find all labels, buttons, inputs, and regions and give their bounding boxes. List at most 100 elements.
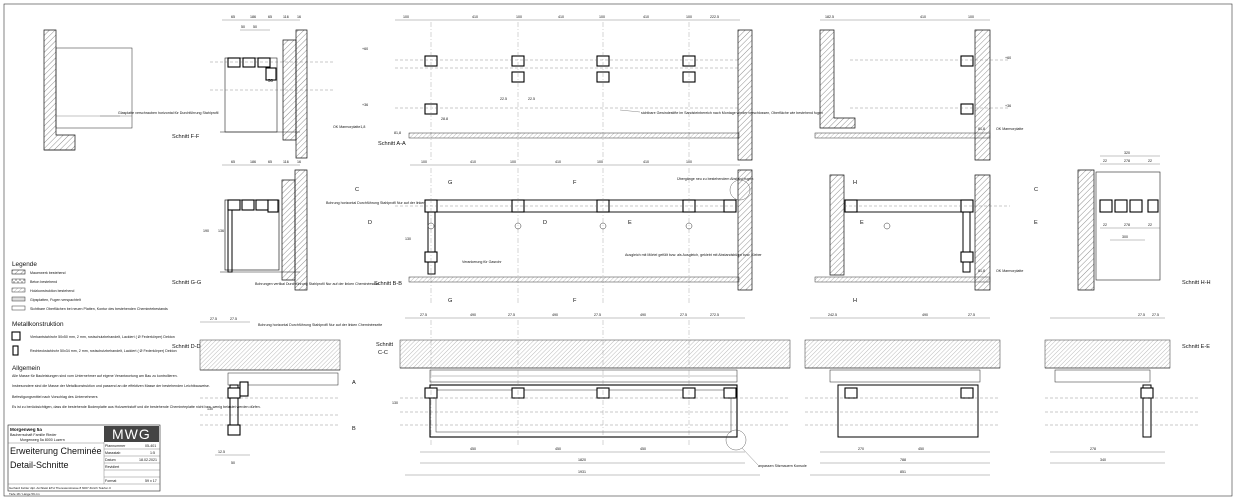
note-bohrung: Bohrung horizontal Durchführung Stahlpro… bbox=[326, 201, 450, 205]
dim-label: 278 bbox=[1124, 223, 1130, 227]
dim-label: 16 bbox=[297, 160, 301, 164]
dim-label: 100 bbox=[686, 160, 692, 164]
section-hh: 320 22 278 22 22 278 22 300 C E Schnitt … bbox=[1034, 151, 1211, 291]
field-label: Massstab bbox=[105, 451, 120, 455]
title-footer: Gerhard Fehler dipl. Architekt ETH There… bbox=[9, 486, 111, 490]
title-project: Erweiterung Cheminée bbox=[10, 446, 102, 456]
dim-label: 490 bbox=[470, 313, 476, 317]
sheet-border bbox=[3, 3, 1233, 497]
level-marmor-right: OK Marmorplatte bbox=[996, 127, 1023, 131]
section-letter: C bbox=[355, 187, 359, 193]
note-verankerung: Verankerung für Gasrohr bbox=[462, 260, 502, 264]
label-schnitt-bb: Schnitt B-B bbox=[374, 281, 402, 287]
dim-label: 130 bbox=[392, 401, 398, 405]
dim-label: 130 bbox=[207, 407, 213, 411]
dim-label: 1931 bbox=[578, 470, 586, 474]
dim-label: 100 bbox=[968, 15, 974, 19]
dim-label: 410 bbox=[470, 160, 476, 164]
dim-label: 27.5 bbox=[1152, 313, 1159, 317]
dim-label: 65 bbox=[268, 15, 272, 19]
svg-text:+60: +60 bbox=[362, 47, 368, 51]
dim-label: 65 bbox=[231, 160, 235, 164]
svg-text:270: 270 bbox=[858, 447, 864, 451]
svg-text:+36: +36 bbox=[362, 103, 368, 107]
dim-label: 65 bbox=[268, 160, 272, 164]
dim-label: 100 bbox=[599, 15, 605, 19]
label-schnitt-ee: Schnitt E-E bbox=[1182, 344, 1210, 350]
dim-label: 410 bbox=[643, 160, 649, 164]
title-block: MWG Morgenweg 5a Bauherrschaft Familie R… bbox=[7, 424, 161, 496]
section-ff: 65 186 65 116 16 50 50 50 Schnitt F-F bbox=[172, 15, 335, 159]
dim-label: 100 bbox=[510, 160, 516, 164]
dim-label: 27.5 bbox=[594, 313, 601, 317]
dim-label: 450 bbox=[640, 447, 646, 451]
dim-label: 410 bbox=[558, 15, 564, 19]
dim-label: 450 bbox=[470, 447, 476, 451]
dim-label: 182.5 bbox=[825, 15, 834, 19]
dim-label: 27.5 bbox=[210, 317, 217, 321]
dim-label: 100 bbox=[686, 15, 692, 19]
dim-label: 27.5 bbox=[420, 313, 427, 317]
label-schnitt-aa: Schnitt A-A bbox=[378, 141, 406, 147]
label-schnitt-hh: Schnitt H-H bbox=[1182, 280, 1211, 286]
general-text: Insbesondere sind die Masse der Metallko… bbox=[12, 384, 210, 388]
label-schnitt-cc-2: C-C bbox=[378, 350, 388, 356]
dim-label: 100 bbox=[597, 160, 603, 164]
section-letter: H bbox=[853, 180, 857, 186]
dim-label: 136 bbox=[218, 229, 224, 233]
dim-label: 27.5 bbox=[508, 313, 515, 317]
svg-text:27.5: 27.5 bbox=[230, 317, 237, 321]
svg-text:278: 278 bbox=[1090, 447, 1096, 451]
dim-label: 22 bbox=[1103, 159, 1107, 163]
section-letter: E bbox=[628, 220, 632, 226]
dim-label: 100 bbox=[516, 15, 522, 19]
dim-label: 490 bbox=[640, 313, 646, 317]
note-anpassen: anpassen Sitzmauern Konsole bbox=[758, 464, 807, 468]
legend-item: Sichtbare Oberflächen bei neuen Platten,… bbox=[30, 307, 168, 311]
title-footer: Tiefe 18 / Länge 59 cm bbox=[9, 492, 40, 496]
field-label: Format bbox=[105, 479, 116, 483]
section-letter: A bbox=[352, 380, 356, 386]
title-client: Morgenweg 5a 8000 Luzern bbox=[20, 438, 65, 442]
section-cc: 27.5 490 27.5 490 27.5 490 27.5 272.5 45… bbox=[352, 313, 807, 476]
general-title: Allgemein bbox=[12, 365, 41, 372]
metal-title: Metallkonstruktion bbox=[12, 321, 64, 328]
dim-label: 450 bbox=[555, 447, 561, 451]
general-text: Es ist zu berücksichtigen, dass die best… bbox=[12, 405, 261, 409]
section-dd: 27.5 27.5 12.5 50 Bohrung horizontal Dur… bbox=[172, 317, 382, 465]
dim-label: 27.5 bbox=[968, 313, 975, 317]
dim-label: 222.5 bbox=[710, 15, 719, 19]
svg-text:+60: +60 bbox=[1005, 56, 1011, 60]
svg-text:12.5: 12.5 bbox=[218, 450, 225, 454]
dim-label: 116 bbox=[283, 15, 289, 19]
note-sichtbare: sichtbare Gewindestifte im Sandsteinbere… bbox=[641, 111, 823, 115]
section-letter: F bbox=[573, 180, 577, 186]
legend-item: Beton bestehend bbox=[30, 280, 57, 284]
dim-label: 1820 bbox=[578, 458, 586, 462]
note-glasplatte: Glasplatte verschrauben horizontal für D… bbox=[118, 111, 219, 115]
section-letter: C bbox=[1034, 187, 1038, 193]
title-address: Morgenweg 5a bbox=[10, 427, 42, 432]
legend-title: Legende bbox=[12, 261, 37, 268]
general-text: Befestigungsmittel nach Vorschlag des Un… bbox=[12, 395, 98, 399]
level-value: 81,8 bbox=[978, 269, 985, 273]
legend-item: Mauerwerk bestehend bbox=[30, 271, 66, 275]
dim-label: 490 bbox=[552, 313, 558, 317]
dim-label: 272.5 bbox=[710, 313, 719, 317]
field-value: 18.02.2021 bbox=[139, 458, 157, 462]
field-value: 05-401 bbox=[145, 444, 156, 448]
field-label: Revidiert bbox=[105, 465, 119, 469]
dim-label: 27.5 bbox=[1138, 313, 1145, 317]
field-label: Datum bbox=[105, 458, 116, 462]
svg-text:+36: +36 bbox=[1005, 104, 1011, 108]
level-value: 81,8 bbox=[394, 131, 401, 135]
dim-label: 22.5 bbox=[500, 97, 507, 101]
section-letter: B bbox=[352, 426, 356, 432]
legend: Legende Mauerwerk bestehend Beton besteh… bbox=[11, 261, 261, 409]
title-drawing: Detail-Schnitte bbox=[10, 460, 69, 470]
dim-label: 28.8 bbox=[441, 117, 448, 121]
dim-label: 100 bbox=[421, 160, 427, 164]
title-client: Bauherrschaft Familie Rieder bbox=[10, 433, 57, 437]
